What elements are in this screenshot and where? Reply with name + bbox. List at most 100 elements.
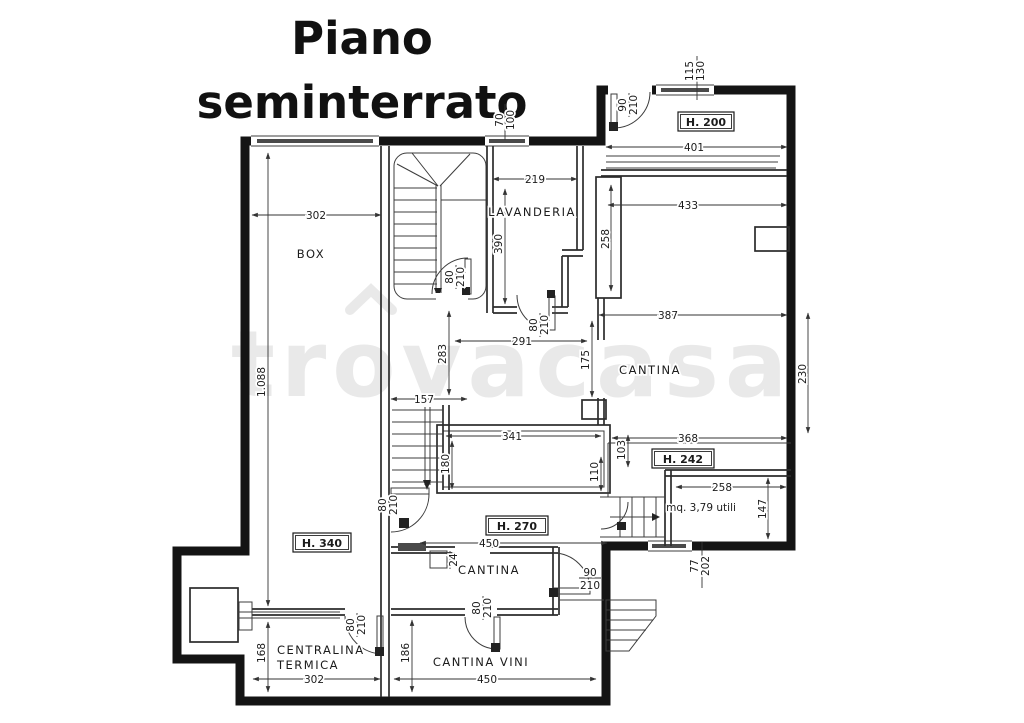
area-note: mq. 3,79 utili bbox=[666, 502, 736, 514]
doors: 90 210 80 210 80 210 80 210 bbox=[343, 91, 651, 656]
room-label-lavanderia: LAVANDERIA bbox=[488, 205, 576, 219]
title-line1: Piano bbox=[291, 12, 433, 65]
height-h200: H. 200 bbox=[677, 111, 735, 132]
wall-openings: 70 100 115 130 77 202 bbox=[251, 56, 714, 588]
win-mid-height-label: 100 bbox=[505, 110, 517, 130]
dim-crawl-width: 341 bbox=[502, 431, 522, 443]
win-mid-width-label: 70 bbox=[494, 113, 506, 126]
dim-cantina-top: 433 bbox=[678, 200, 698, 212]
interior-steps bbox=[600, 496, 665, 538]
dim-store-width: 258 bbox=[712, 482, 732, 494]
interior-walls bbox=[252, 146, 791, 697]
dim-lav-depth: 390 bbox=[493, 234, 505, 254]
dim-vini-width: 450 bbox=[477, 674, 497, 686]
main-staircase bbox=[393, 152, 487, 300]
dim-crawl-depth: 180 bbox=[440, 454, 452, 474]
door-landing: 90 210 bbox=[549, 552, 602, 597]
room-label-cantina-vini: CANTINA VINI bbox=[433, 655, 529, 669]
dimensions-horizontal: 302 219 401 433 387 291 157 341 368 258 … bbox=[251, 140, 788, 688]
stair2-arrow-icon bbox=[423, 480, 431, 490]
door-stair-top: 80 210 bbox=[431, 257, 472, 302]
dim-centralina-depth: 168 bbox=[256, 643, 268, 663]
room-label-cantina-mid: CANTINA bbox=[458, 563, 520, 577]
steps-arrow-icon bbox=[652, 513, 660, 521]
dim-niche: 103 bbox=[616, 440, 628, 460]
door-vini-h-label: 210 bbox=[482, 598, 494, 618]
dim-duct: 258 bbox=[600, 229, 612, 249]
duct-column bbox=[595, 176, 622, 299]
dim-centralina-width: 302 bbox=[304, 674, 324, 686]
height-labels: H. 200 H. 242 H. 270 H. 340 bbox=[292, 111, 735, 553]
svg-text:H. 200: H. 200 bbox=[686, 116, 727, 129]
title-line2: seminterrato bbox=[197, 76, 528, 129]
window-115x130: 115 130 bbox=[656, 56, 714, 100]
svg-text:H. 242: H. 242 bbox=[663, 453, 703, 466]
room-label-cantina-main: CANTINA bbox=[619, 363, 681, 377]
watermark: trovacasa bbox=[231, 283, 793, 418]
height-h270: H. 270 bbox=[485, 515, 549, 536]
win-tr-height-label: 130 bbox=[695, 61, 707, 81]
door-stair-low: 80 210 bbox=[375, 487, 430, 533]
entry-opening bbox=[608, 83, 652, 96]
dim-ramp-width: 401 bbox=[684, 142, 704, 154]
dim-corridor-width: 291 bbox=[512, 336, 532, 348]
dim-cantina-mid: 387 bbox=[658, 310, 678, 322]
dim-passage: 175 bbox=[580, 350, 592, 370]
door-stair-w-label: 80 bbox=[444, 270, 456, 283]
dim-corridor-length: 283 bbox=[437, 344, 449, 364]
dim-store-depth: 147 bbox=[757, 499, 769, 519]
watermark-roof-icon bbox=[345, 283, 397, 315]
page-title: Piano seminterrato bbox=[197, 12, 528, 129]
door-entry-h-label: 210 bbox=[628, 95, 640, 115]
dim-box-width: 302 bbox=[306, 210, 326, 222]
room-label-box: BOX bbox=[297, 247, 325, 261]
shaft-dim-label: 24 bbox=[448, 553, 460, 567]
window-box bbox=[251, 134, 379, 147]
door-stair-h-label: 210 bbox=[455, 267, 467, 287]
dim-box-length: 1.088 bbox=[256, 367, 268, 397]
door-entry: 90 210 bbox=[609, 91, 651, 131]
chimney-block bbox=[754, 226, 790, 252]
room-label-centralina-1: CENTRALINA bbox=[277, 643, 365, 657]
dim-vini-depth: 186 bbox=[400, 643, 412, 663]
door-entry-w-label: 90 bbox=[617, 98, 629, 111]
dim-lav-width: 219 bbox=[525, 174, 545, 186]
wall-poche bbox=[398, 543, 426, 551]
door-vini-w-label: 80 bbox=[471, 601, 483, 614]
height-h340: H. 340 bbox=[292, 532, 352, 553]
outer-walls bbox=[172, 85, 796, 706]
door-lavanderia: 80 210 bbox=[516, 290, 556, 337]
window-77x202: 77 202 bbox=[648, 539, 714, 588]
win-br-height-label: 202 bbox=[700, 556, 712, 576]
door-centralina: 80 210 bbox=[343, 613, 384, 656]
dim-stair-width: 157 bbox=[414, 394, 434, 406]
door-landing-w-label: 90 bbox=[583, 567, 596, 579]
room-labels: BOX LAVANDERIA CANTINA CANTINA CANTINA V… bbox=[274, 203, 737, 674]
external-staircase bbox=[605, 599, 657, 652]
dim-corridor2-width: 450 bbox=[479, 538, 499, 550]
door-lav-w-label: 80 bbox=[528, 318, 540, 331]
door-stair2-w-label: 80 bbox=[377, 498, 389, 511]
win-tr-width-label: 115 bbox=[684, 61, 696, 81]
door-lav-h-label: 210 bbox=[539, 315, 551, 335]
crawl-space bbox=[436, 424, 611, 494]
door-centr-w-label: 80 bbox=[345, 618, 357, 631]
svg-text:H. 270: H. 270 bbox=[497, 520, 538, 533]
door-stair2-h-label: 210 bbox=[388, 495, 400, 515]
pillar bbox=[581, 399, 607, 420]
ramp-lines bbox=[606, 155, 780, 169]
door-cantina-vini: 80 210 bbox=[464, 596, 501, 652]
height-h242: H. 242 bbox=[651, 448, 715, 469]
dim-zone-width: 368 bbox=[678, 433, 698, 445]
shaft-fixture: 24 bbox=[429, 550, 462, 569]
door-centr-h-label: 210 bbox=[356, 615, 368, 635]
dim-step: 110 bbox=[589, 462, 601, 482]
watermark-text: trovacasa bbox=[231, 311, 793, 418]
window-70x100: 70 100 bbox=[485, 104, 529, 147]
dim-right-side: 230 bbox=[797, 364, 809, 384]
boiler-fixture bbox=[189, 587, 340, 643]
secondary-staircase bbox=[392, 405, 450, 490]
win-br-width-label: 77 bbox=[689, 559, 701, 572]
svg-text:H. 340: H. 340 bbox=[302, 537, 343, 550]
